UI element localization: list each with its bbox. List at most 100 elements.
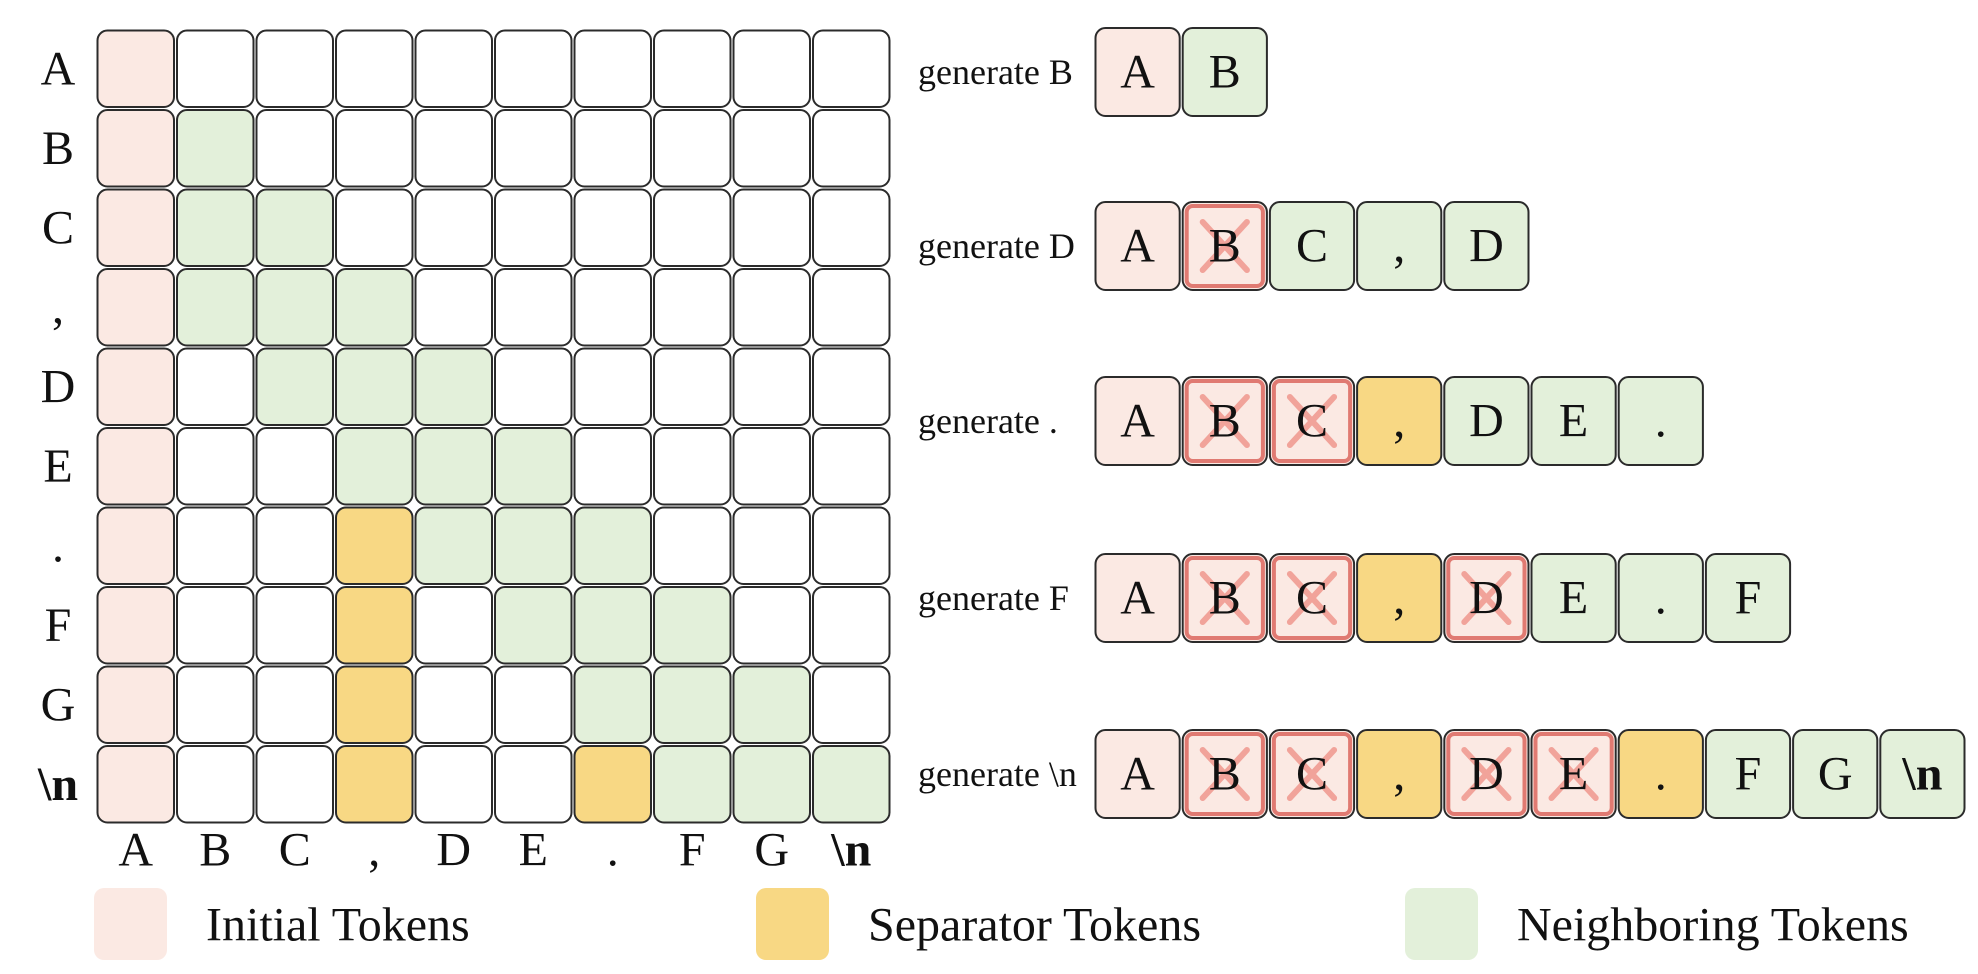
token-box-5 (1530, 376, 1617, 466)
matrix-cell-r2-c0 (96, 188, 175, 267)
attention-mask-matrix (96, 29, 891, 824)
matrix-cell-r0-c8 (732, 29, 811, 108)
matrix-cell-r2-c8 (732, 188, 811, 267)
column-label-0: A (118, 824, 153, 877)
token-box-1-cross-icon (1199, 394, 1250, 448)
token-text-6: . (1655, 572, 1667, 625)
matrix-cell-r5-c5 (494, 427, 573, 506)
token-box-0 (1094, 201, 1181, 291)
matrix-cell-r9-c0 (96, 745, 175, 824)
matrix-cell-r7-c1 (176, 586, 255, 665)
token-box-7 (1704, 553, 1792, 643)
matrix-cell-r0-c7 (653, 29, 732, 108)
generation-step-label: generate \n (918, 754, 1077, 794)
matrix-cell-r7-c9 (812, 586, 891, 665)
row-label-0: A (41, 42, 76, 95)
token-box-1-cross-icon (1199, 571, 1250, 625)
matrix-cell-r3-c3 (335, 268, 414, 347)
token-text-0: A (1120, 748, 1155, 801)
matrix-cell-r5-c3 (335, 427, 414, 506)
matrix-cell-r3-c1 (176, 268, 255, 347)
matrix-cell-r2-c6 (573, 188, 652, 267)
token-text-8: G (1818, 748, 1853, 801)
token-box-2 (1268, 201, 1356, 291)
matrix-cell-r7-c5 (494, 586, 573, 665)
matrix-cell-r7-c8 (732, 586, 811, 665)
token-box-1-cross-icon (1199, 219, 1250, 273)
matrix-cell-r0-c0 (96, 29, 175, 108)
matrix-cell-r6-c3 (335, 506, 414, 585)
matrix-cell-r7-c7 (653, 586, 732, 665)
generation-step-label: generate D (918, 226, 1075, 266)
legend-swatch (756, 888, 829, 960)
token-text-3: , (1393, 748, 1405, 801)
token-box-3 (1356, 729, 1443, 819)
matrix-cell-r2-c2 (255, 188, 334, 267)
matrix-cell-r8-c6 (573, 665, 652, 744)
token-box-1-mask-border (1184, 732, 1265, 816)
matrix-cell-r0-c9 (812, 29, 891, 108)
matrix-cell-r9-c1 (176, 745, 255, 824)
column-label-2: C (279, 824, 311, 877)
token-box-1-mask-border (1184, 379, 1265, 463)
legend-item-1: Separator Tokens (756, 888, 1201, 960)
token-box-2-mask-border (1271, 379, 1353, 463)
row-label-9: \n (37, 758, 78, 811)
matrix-cell-r3-c9 (812, 268, 891, 347)
row-label-6: . (52, 519, 64, 572)
column-label-6: . (607, 824, 619, 877)
generation-step-label: generate . (918, 401, 1058, 441)
matrix-cell-r3-c7 (653, 268, 732, 347)
matrix-cell-r2-c7 (653, 188, 732, 267)
matrix-cell-r6-c7 (653, 506, 732, 585)
matrix-cell-r4-c1 (176, 347, 255, 426)
token-box-5 (1530, 553, 1617, 643)
token-box-2-cross-icon (1286, 394, 1338, 448)
matrix-cell-r0-c1 (176, 29, 255, 108)
matrix-cell-r8-c2 (255, 665, 334, 744)
token-text-6: . (1655, 748, 1667, 801)
matrix-cell-r6-c4 (414, 506, 493, 585)
token-text-9: \n (1901, 748, 1942, 801)
row-label-7: F (45, 599, 72, 652)
matrix-cell-r5-c9 (812, 427, 891, 506)
matrix-cell-r2-c1 (176, 188, 255, 267)
token-box-3 (1356, 553, 1443, 643)
token-box-3 (1356, 376, 1443, 466)
legend-swatch (94, 888, 167, 960)
matrix-cell-r1-c5 (494, 109, 573, 188)
row-label-3: , (52, 281, 64, 334)
matrix-cell-r0-c4 (414, 29, 493, 108)
token-text-3: , (1393, 395, 1405, 448)
matrix-cell-r5-c8 (732, 427, 811, 506)
matrix-cell-r8-c0 (96, 665, 175, 744)
token-box-0 (1094, 27, 1181, 117)
token-box-6 (1617, 376, 1704, 466)
matrix-cell-r0-c5 (494, 29, 573, 108)
column-label-1: B (199, 824, 231, 877)
matrix-cell-r6-c6 (573, 506, 652, 585)
matrix-cell-r6-c9 (812, 506, 891, 585)
matrix-cell-r9-c4 (414, 745, 493, 824)
token-text-5: E (1559, 395, 1588, 448)
matrix-cell-r9-c7 (653, 745, 732, 824)
token-text-7: F (1735, 572, 1762, 625)
token-box-8 (1792, 729, 1879, 819)
token-text-1: B (1209, 572, 1241, 625)
matrix-cell-r2-c3 (335, 188, 414, 267)
matrix-cell-r7-c0 (96, 586, 175, 665)
matrix-cell-r4-c5 (494, 347, 573, 426)
column-label-8: G (754, 824, 789, 877)
column-label-3: , (368, 824, 380, 877)
matrix-cell-r2-c9 (812, 188, 891, 267)
token-text-0: A (1120, 46, 1155, 99)
token-box-6 (1617, 729, 1704, 819)
column-label-7: F (679, 824, 706, 877)
matrix-cell-r0-c3 (335, 29, 414, 108)
token-text-5: E (1559, 572, 1588, 625)
matrix-cell-r1-c0 (96, 109, 175, 188)
